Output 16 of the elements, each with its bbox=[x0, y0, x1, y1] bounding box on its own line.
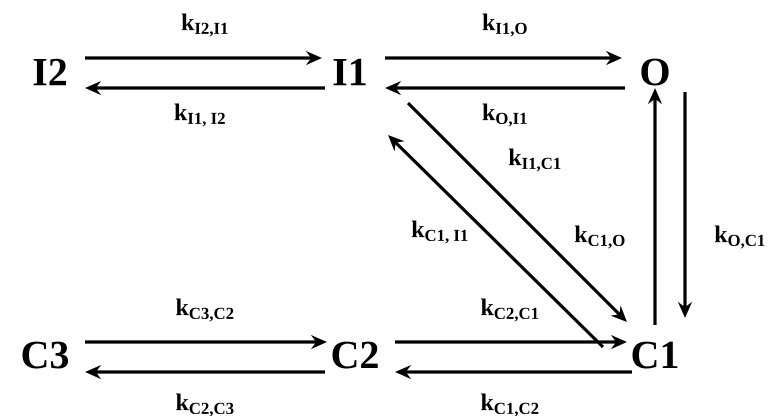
rate-label: $\textbf{k}_{\textbf{C3,C2}}$ bbox=[176, 298, 234, 322]
rate-label: $\textbf{k}_{\textbf{I1,C1}}$ bbox=[508, 148, 560, 172]
rate-label: $\textbf{k}_{\textbf{C2,C1}}$ bbox=[481, 298, 538, 322]
rate-label: $\textbf{k}_{\textbf{O,C1}}$ bbox=[714, 226, 764, 248]
rate-label: $\textbf{k}_{\textbf{O,I1}}$ bbox=[482, 104, 527, 126]
rate-label: $\textbf{k}_{\textbf{I2,I1}}$ bbox=[182, 14, 228, 36]
state-label: I1 bbox=[334, 58, 366, 86]
rate-label: $\textbf{k}_{\textbf{I1,O}}$ bbox=[482, 14, 527, 36]
rate-label: $\textbf{k}_{\textbf{I1, I2}}$ bbox=[174, 104, 225, 126]
state-label: C2 bbox=[332, 342, 378, 368]
state-label: C3 bbox=[22, 342, 68, 368]
state-label: O bbox=[641, 58, 669, 86]
rate-label: $\textbf{k}_{\textbf{C1,O}}$ bbox=[574, 226, 624, 248]
state-label: I2 bbox=[34, 58, 66, 86]
state-label: C1 bbox=[632, 342, 678, 368]
rate-label: $\textbf{k}_{\textbf{C1, I1}}$ bbox=[412, 220, 468, 244]
